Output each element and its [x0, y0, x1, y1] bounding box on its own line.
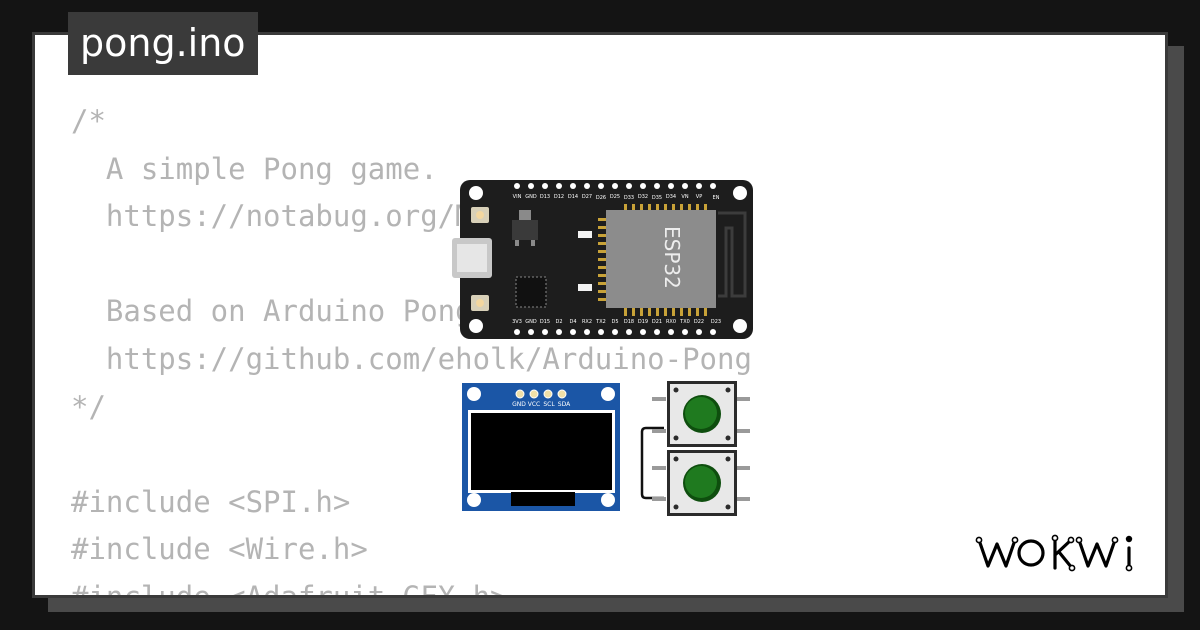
code-line	[71, 431, 752, 479]
code-line: */	[71, 389, 106, 424]
pin-label: TX0	[679, 319, 690, 325]
pushbutton-2[interactable]	[652, 450, 750, 516]
pin-label: 3V3	[512, 319, 522, 325]
code-preview: /* A simple Pong game. https://notabug.o…	[71, 98, 752, 598]
usb-chip-icon	[515, 276, 547, 308]
led-icon	[578, 284, 592, 291]
pin-label: D14	[568, 194, 578, 200]
oled-pin-label: GND	[512, 401, 526, 408]
code-line: https://notabug.org/Mave	[71, 199, 525, 234]
oled-ribbon	[511, 492, 575, 506]
oled-screen	[471, 413, 612, 490]
pin-label: D4	[569, 319, 576, 325]
pin-label: D2	[555, 319, 562, 325]
esp32-module-shield	[606, 210, 716, 308]
pin-label: D34	[666, 194, 676, 200]
pin-label: EN	[713, 195, 720, 201]
code-line: A simple Pong game.	[71, 151, 438, 186]
oled-pin-label: SDA	[558, 401, 571, 408]
pin-label: VIN	[513, 194, 522, 200]
pin-label: D19	[638, 319, 648, 325]
code-line: #include <SPI.h>	[71, 484, 351, 519]
button-wire	[640, 426, 664, 500]
pin-label: GND	[525, 319, 537, 325]
pin-label: D12	[554, 194, 564, 200]
pin-label: D22	[694, 319, 704, 325]
oled-pin-label: SCL	[543, 401, 555, 408]
pushbutton-1[interactable]	[652, 381, 750, 447]
pin-label: GND	[525, 194, 537, 200]
code-line: https://github.com/eholk/Arduino-Pong	[71, 341, 752, 376]
pin-label: D5	[611, 319, 618, 325]
oled-display[interactable]: GND VCC SCL SDA	[462, 383, 620, 511]
pin-label: D35	[652, 195, 662, 201]
regulator-icon	[512, 220, 538, 240]
oled-pin-label: VCC	[528, 401, 540, 408]
antenna-trace	[718, 211, 747, 298]
pin-label: D15	[540, 319, 550, 325]
pin-label: D23	[711, 319, 721, 325]
pin-label: RX2	[582, 319, 592, 325]
pin-label: VN	[681, 194, 688, 200]
pin-label: D26	[596, 195, 606, 201]
code-line: #include <Adafruit_GFX.h>	[71, 579, 508, 598]
pin-label: D32	[638, 194, 648, 200]
pin-label: D33	[624, 195, 634, 201]
wokwi-logo	[975, 534, 1133, 572]
pin-label: D18	[624, 319, 634, 325]
bottom-header-pins	[514, 329, 716, 335]
pin-label: D21	[652, 319, 662, 325]
pin-label: D13	[540, 194, 550, 200]
esp32-board[interactable]: ESP32 VIN GND D13 D12 D14 D27 D26 D25	[452, 180, 753, 339]
esp32-chip-label: ESP32	[660, 226, 684, 289]
pin-label: TX2	[595, 319, 606, 325]
pin-label: D27	[582, 194, 592, 200]
pin-label: D25	[610, 194, 620, 200]
pin-label: VP	[696, 194, 702, 200]
code-line: /*	[71, 104, 106, 138]
code-line: #include <Wire.h>	[71, 532, 368, 567]
top-header-pins	[514, 183, 716, 189]
led-icon	[578, 231, 592, 238]
pin-label: RX0	[666, 319, 676, 325]
project-title-badge[interactable]: pong.ino	[68, 12, 258, 75]
